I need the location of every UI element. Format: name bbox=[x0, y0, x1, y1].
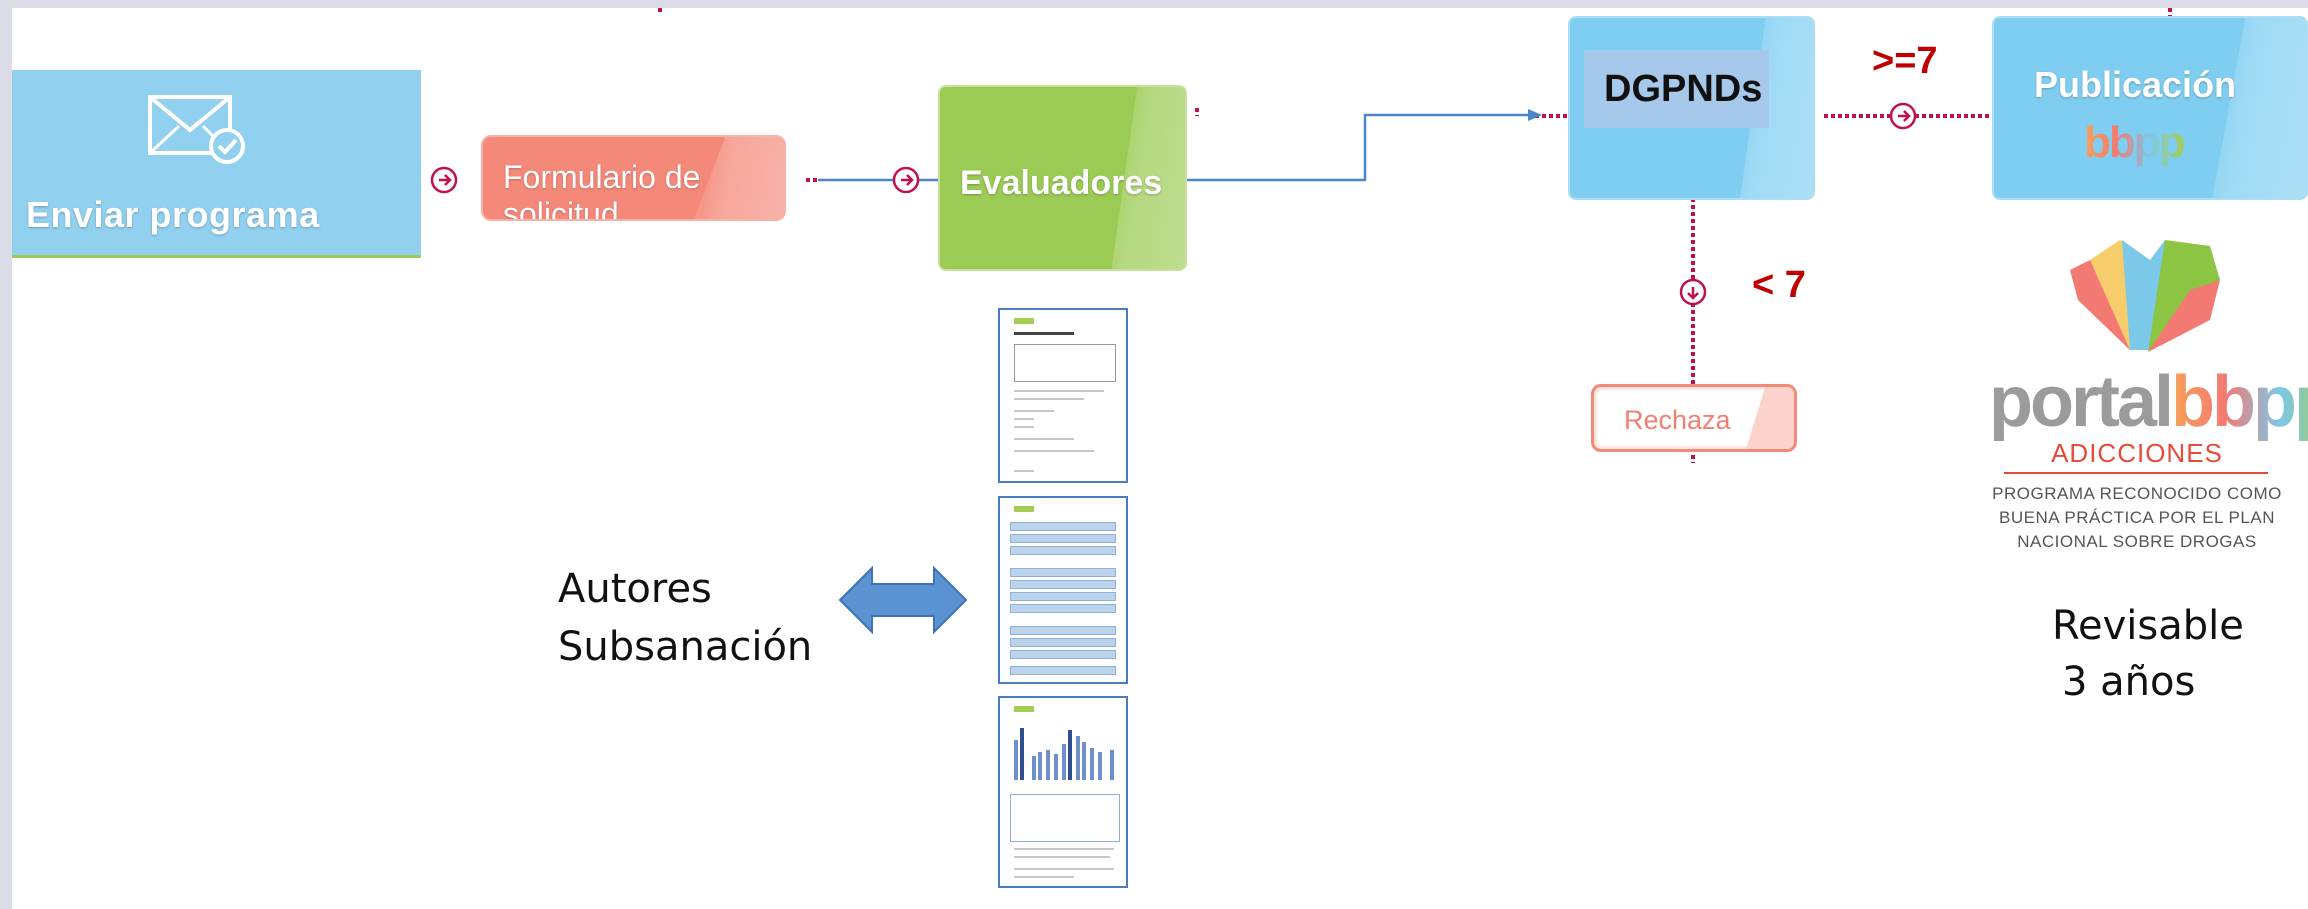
rechaza-label: Rechaza bbox=[1624, 405, 1731, 435]
authors-line-1: Autores bbox=[558, 566, 712, 612]
rechaza-node[interactable]: Rechaza bbox=[1591, 384, 1797, 452]
arrowhead-to-dgpnds bbox=[1528, 109, 1542, 121]
portal-bbpp-wordmark: portalbbpp bbox=[1989, 366, 2308, 438]
document-thumbnail-2[interactable] bbox=[998, 496, 1128, 684]
dgpnds-node[interactable]: DGPNDs bbox=[1568, 16, 1815, 200]
review-label: Revisable 3 años bbox=[2052, 598, 2244, 710]
threshold-pass: >=7 bbox=[1872, 40, 1938, 82]
connectors-layer bbox=[287, 8, 2172, 463]
portal-divider bbox=[2004, 472, 2268, 474]
publicacion-node[interactable]: Publicación bbpp bbox=[1992, 16, 2308, 200]
evaluadores-label: Evaluadores bbox=[960, 164, 1163, 202]
doc-chart bbox=[1012, 724, 1118, 780]
bbpp-logo: bbpp bbox=[2084, 118, 2186, 167]
document-thumbnail-1[interactable] bbox=[998, 308, 1128, 483]
double-arrow-icon bbox=[838, 566, 968, 634]
document-thumbnail-3[interactable] bbox=[998, 696, 1128, 888]
review-line-2: 3 años bbox=[2062, 659, 2196, 705]
dgpnds-label: DGPNDs bbox=[1604, 68, 1763, 110]
portal-category: ADICCIONES bbox=[2051, 438, 2223, 468]
threshold-fail: < 7 bbox=[1752, 264, 1806, 306]
envelope-check-icon bbox=[148, 95, 245, 164]
evaluadores-node[interactable]: Evaluadores bbox=[938, 85, 1187, 271]
publicacion-label: Publicación bbox=[2034, 64, 2237, 105]
authors-line-2: Subsanación bbox=[558, 624, 813, 670]
formulario-node[interactable]: Formulario de solicitud bbox=[481, 135, 786, 221]
enviar-programa-label: Enviar programa bbox=[26, 194, 320, 235]
diagram-canvas: Enviar programa Formulario de solicitud … bbox=[12, 8, 2308, 909]
enviar-programa-node[interactable]: Enviar programa bbox=[12, 70, 421, 258]
dgpnds-label-bg bbox=[1584, 50, 1769, 128]
portal-bbpp-heart-icon bbox=[2070, 240, 2220, 352]
portal-recognition: PROGRAMA RECONOCIDO COMO BUENA PRÁCTICA … bbox=[1992, 484, 2282, 551]
review-line-1: Revisable bbox=[2052, 603, 2244, 649]
formulario-label: Formulario de solicitud bbox=[503, 159, 701, 221]
authors-label: Autores Subsanación bbox=[558, 560, 812, 676]
